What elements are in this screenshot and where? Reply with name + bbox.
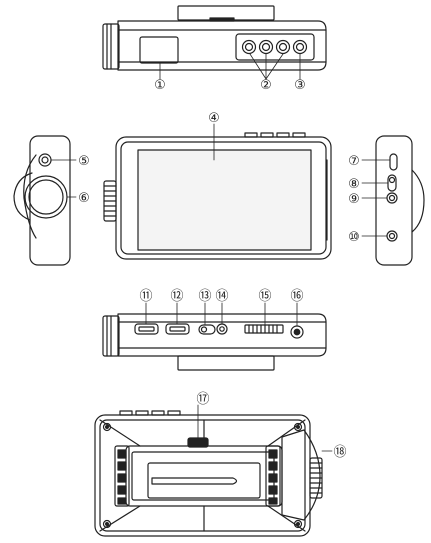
back-view-top-buttons [119, 410, 181, 416]
left-side-body [29, 135, 71, 266]
front-view-bezel [120, 141, 327, 255]
back-view [94, 404, 333, 537]
callout-5: ⑤ [78, 154, 90, 169]
battery-plate-outer [125, 445, 283, 507]
callout-18: ⑱ [333, 445, 346, 460]
top-view-panel [235, 33, 315, 61]
right-side-slot-top [389, 153, 398, 171]
callout-labels: ① ② ③ ④ ⑤ ⑥ ⑦ ⑧ ⑨ ⑩ ⑪ ⑫ ⑬ ⑭ ⑮ ⑯ ⑰ ⑱ [78, 78, 360, 460]
hdmi-port-1 [134, 323, 159, 335]
front-view [103, 123, 332, 260]
callout-7: ⑦ [348, 154, 360, 169]
battery-latch [151, 477, 238, 485]
battery-rail-left [114, 445, 130, 507]
top-button-3 [275, 39, 291, 55]
back-screw-tl [102, 422, 112, 432]
top-button-4 [292, 39, 308, 55]
bottom-connector [244, 324, 284, 334]
bottom-view-back-plate [177, 355, 275, 371]
back-screw-bl [102, 519, 112, 529]
callout-15: ⑮ [258, 289, 271, 304]
callout-1: ① [154, 78, 166, 93]
back-screw-br [293, 519, 303, 529]
bottom-switch [198, 324, 216, 335]
callout-9: ⑨ [348, 192, 360, 207]
right-side-knob [411, 169, 425, 233]
left-side-view [13, 135, 77, 266]
right-side-jack [386, 192, 398, 204]
callout-2: ② [260, 78, 272, 93]
top-button-2 [258, 39, 274, 55]
hdmi-port-2 [165, 323, 190, 335]
back-screw-tr [293, 422, 303, 432]
back-view-body [94, 414, 311, 537]
callout-8: ⑧ [348, 177, 360, 192]
left-side-dial [24, 175, 68, 219]
callout-6: ⑥ [78, 191, 90, 206]
callout-10: ⑩ [348, 230, 360, 245]
callout-16: ⑯ [290, 289, 303, 304]
battery-rail-right [265, 445, 281, 507]
front-view-screen [137, 149, 312, 251]
front-view-top-buttons [244, 132, 306, 138]
callout-4: ④ [208, 111, 220, 126]
callout-3: ③ [294, 78, 306, 93]
callout-14: ⑭ [215, 289, 228, 304]
callout-13: ⑬ [198, 289, 211, 304]
top-view-shoe-mount [139, 36, 179, 64]
top-button-1 [241, 39, 257, 55]
left-side-button [38, 153, 52, 167]
right-side-body [375, 135, 413, 266]
battery-plate-inner [131, 451, 275, 501]
callout-12: ⑫ [170, 289, 183, 304]
bottom-jack [216, 323, 228, 335]
bottom-view [102, 302, 327, 371]
left-side-knob [23, 154, 37, 239]
top-view [102, 5, 327, 80]
back-view-side-plate [281, 429, 321, 521]
battery-release-tab [187, 437, 209, 448]
callout-17: ⑰ [196, 392, 209, 407]
right-side-view [361, 135, 425, 266]
callout-11: ⑪ [139, 289, 152, 304]
right-side-dc-port [386, 230, 398, 242]
battery-slot [147, 462, 261, 499]
